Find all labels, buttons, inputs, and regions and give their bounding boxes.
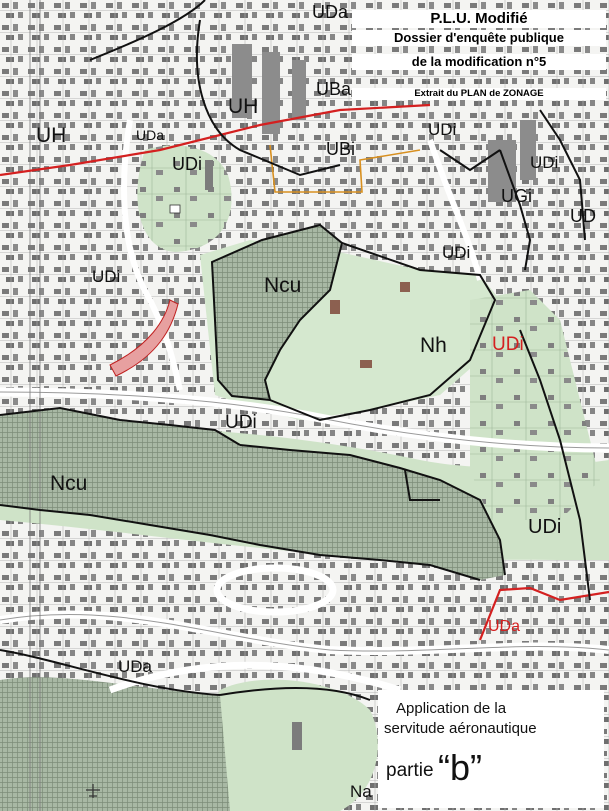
road [213,564,337,616]
road [0,614,609,652]
map-title: P.L.U. Modifié [352,10,606,28]
zone-labels: UDa UH UBa UH UDa UDi UBi UDi UDi UGi UD… [36,2,596,801]
ubi-boundary [269,144,421,193]
red-boundary [478,586,609,641]
road [0,391,609,449]
map-subtitle: Dossier d'enquête publique [352,30,606,46]
legend-part-word: partie [386,760,434,781]
building [292,60,306,120]
zone-label-uda-small: UDa [136,127,164,143]
zone-label-udi-red: UDi [492,334,524,355]
zone-label-uba: UBa [316,79,352,99]
zone-label-ubi: UBi [326,139,355,159]
building [169,204,181,214]
ncu-zone [0,677,230,811]
road [108,661,402,694]
building [292,722,302,750]
red-boundary [0,103,431,177]
zone-label-uh-center: UH [228,95,258,118]
ncu-zone [0,408,505,580]
airplane-icon [86,784,100,798]
zone-label-udi-6: UDi [225,412,257,433]
building [488,140,516,202]
zone-label-udi-3: UDi [530,153,558,172]
map-subtitle-modification: de la modification n°5 [352,54,606,70]
road [427,139,483,281]
zone-label-uh-left: UH [36,124,66,147]
zone-label-udi-7: UDi [528,516,561,538]
zone-label-udi-4: UDi [442,243,470,262]
legend-line-2: servitude aéronautique [384,720,537,737]
sheet-line [29,0,41,811]
zone-label-udi-1: UDi [172,154,202,174]
zone-label-nh: Nh [420,334,447,357]
zone-label-ncu-2: Ncu [50,472,87,495]
zone-boundaries [0,0,591,701]
zone-label-uda-red: UDa [488,618,520,635]
green-area [470,290,600,520]
legend-box: Application de la servitude aéronautique… [378,690,604,808]
road-reservation [109,299,179,377]
legend-part-letter: “b” [437,747,482,788]
building [205,160,213,190]
extract-label: Extrait du PLAN de ZONAGE [352,88,606,100]
zone-label-uda-bottom: UDa [118,657,153,676]
building [360,360,372,368]
zone-label-udi-5: UDi [92,267,120,286]
building [520,120,536,180]
zone-label-na: Na [350,782,372,801]
building [330,300,340,314]
legend-line-1: Application de la [396,700,507,717]
zone-label-uda-top: UDa [312,2,349,22]
zone-label-ud-edge: UD [570,206,596,226]
zone-label-udi-2: UDi [428,120,456,139]
road [121,119,183,391]
building [400,282,410,292]
zone-label-ugi: UGi [501,186,532,206]
ncu-zone [212,225,342,400]
zone-label-ncu-1: Ncu [264,274,301,297]
building [232,44,252,118]
legend-part: partie “b” [386,748,482,791]
building [262,52,280,134]
